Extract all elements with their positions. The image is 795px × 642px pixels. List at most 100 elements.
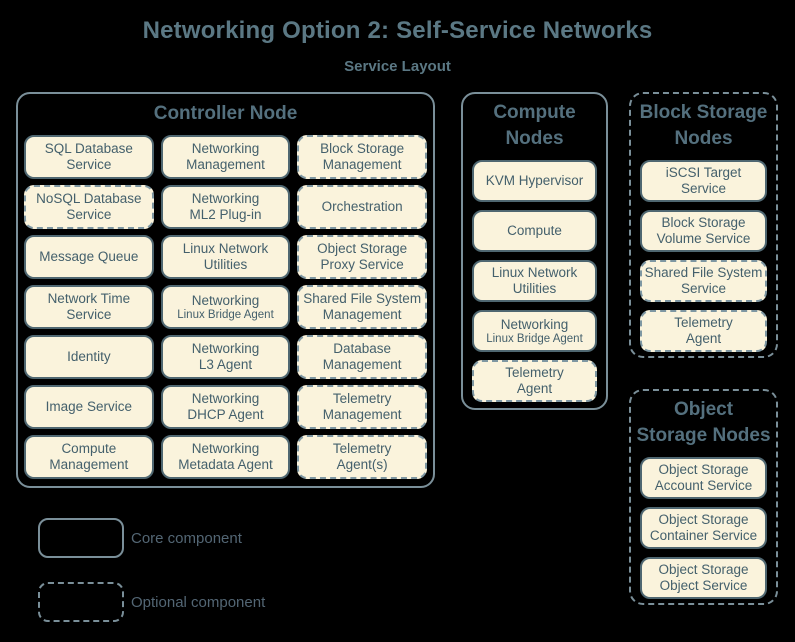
service-label: Database: [333, 341, 392, 356]
compute-nodes-title: Compute Nodes: [463, 94, 606, 152]
controller-node-title: Controller Node: [153, 103, 298, 124]
service-label: Linux Network: [182, 241, 269, 256]
service-kvm-hypervisor: KVM Hypervisor: [472, 160, 597, 202]
service-label: Management: [322, 157, 402, 172]
service-networking-management: Networking Management: [160, 135, 291, 179]
service-networking-dhcp-agent: Networking DHCP Agent: [160, 385, 291, 429]
service-label: Proxy Service: [320, 257, 404, 272]
service-networking-metadata-agent: Networking Metadata Agent: [160, 435, 291, 479]
service-label: Compute: [507, 223, 562, 238]
service-label: Object Storage: [658, 562, 749, 577]
service-nosql-database: NoSQL Database Service: [24, 185, 154, 229]
service-object-storage-container: Object Storage Container Service: [640, 507, 767, 549]
service-label: Object Service: [659, 578, 748, 593]
service-label: Telemetry: [332, 441, 392, 456]
block-storage-nodes-panel: Block Storage Nodes iSCSI Target Service…: [629, 92, 778, 358]
service-label: Block Storage: [320, 141, 405, 156]
service-label: Identity: [67, 349, 111, 364]
service-label: Utilities: [512, 281, 557, 296]
object-storage-services-stack: Object Storage Account Service Object St…: [640, 457, 767, 599]
legend-optional-label: Optional component: [131, 594, 266, 611]
service-label: Block Storage: [661, 215, 746, 230]
service-shared-file-system: Shared File System Service: [640, 260, 767, 302]
panel-title-line: Object: [673, 399, 734, 420]
service-label: Telemetry: [674, 315, 733, 330]
service-label: Container Service: [649, 528, 758, 543]
service-label: Utilities: [203, 257, 248, 272]
service-label: Shared File System: [644, 265, 763, 280]
panel-title-line: Compute: [493, 102, 576, 123]
service-telemetry-agent: Telemetry Agent: [640, 310, 767, 352]
service-label: Agent: [516, 381, 553, 396]
panel-title-line: Nodes: [674, 128, 733, 149]
service-networking-linux-bridge-agent: Networking Linux Bridge Agent: [160, 285, 291, 329]
service-label: Networking: [500, 316, 569, 332]
service-block-storage-volume: Block Storage Volume Service: [640, 210, 767, 252]
block-storage-services-stack: iSCSI Target Service Block Storage Volum…: [640, 160, 767, 352]
panel-title-line: Block Storage: [639, 102, 768, 123]
service-label: Orchestration: [321, 199, 403, 214]
diagram-subtitle: Service Layout: [344, 58, 451, 75]
service-label: Image Service: [45, 399, 132, 414]
service-label: Metadata Agent: [178, 457, 273, 472]
service-sql-database: SQL Database Service: [24, 135, 154, 179]
service-label: NoSQL Database: [36, 191, 142, 206]
service-orchestration: Orchestration: [297, 185, 427, 229]
legend-optional-swatch: [38, 582, 124, 622]
service-label: Compute: [61, 441, 117, 456]
legend-core-label: Core component: [131, 530, 242, 547]
service-label: ML2 Plug-in: [189, 207, 262, 222]
service-linux-network-utilities: Linux Network Utilities: [472, 260, 597, 302]
service-message-queue: Message Queue: [24, 235, 154, 279]
service-label: Object Storage: [317, 241, 408, 256]
service-label: Networking: [191, 341, 260, 356]
service-label: Service: [680, 281, 726, 296]
service-label: SQL Database: [44, 141, 133, 156]
block-storage-nodes-title: Block Storage Nodes: [631, 94, 776, 152]
service-label: Service: [66, 207, 112, 222]
service-label: Management: [322, 307, 402, 322]
service-object-storage-proxy: Object Storage Proxy Service: [297, 235, 427, 279]
service-label: Shared File System: [303, 291, 422, 306]
service-compute-management: Compute Management: [24, 435, 154, 479]
legend-core-swatch: [38, 518, 124, 558]
service-object-storage-account: Object Storage Account Service: [640, 457, 767, 499]
service-label: Object Storage: [658, 512, 749, 527]
service-label: Volume Service: [656, 231, 751, 246]
service-label: Message Queue: [39, 249, 139, 264]
service-identity: Identity: [24, 335, 154, 379]
service-compute: Compute: [472, 210, 597, 252]
diagram-title: Networking Option 2: Self-Service Networ…: [142, 17, 653, 44]
service-telemetry-management: Telemetry Management: [297, 385, 427, 429]
service-label: Service: [680, 181, 726, 196]
controller-services-grid: SQL Database Service Networking Manageme…: [24, 135, 427, 479]
service-label: Management: [49, 457, 129, 472]
service-label: Networking: [191, 441, 260, 456]
service-label: Service: [66, 307, 112, 322]
service-linux-network-utilities: Linux Network Utilities: [160, 235, 291, 279]
service-shared-file-system-management: Shared File System Management: [297, 285, 427, 329]
controller-node-panel: Controller Node SQL Database Service Net…: [16, 92, 435, 488]
service-label: Networking: [191, 292, 260, 308]
service-label: iSCSI Target: [665, 165, 742, 180]
compute-nodes-panel: Compute Nodes KVM Hypervisor Compute Lin…: [461, 92, 608, 410]
service-label: Linux Network: [491, 265, 578, 280]
service-label: Object Storage: [658, 462, 749, 477]
service-sublabel: Linux Bridge Agent: [177, 308, 274, 321]
service-label: Networking: [191, 191, 260, 206]
service-network-time: Network Time Service: [24, 285, 154, 329]
service-iscsi-target: iSCSI Target Service: [640, 160, 767, 202]
object-storage-nodes-title: Object Storage Nodes: [631, 391, 776, 449]
service-label: Management: [322, 407, 402, 422]
service-networking-l3-agent: Networking L3 Agent: [160, 335, 291, 379]
service-label: Account Service: [654, 478, 753, 493]
service-label: Service: [66, 157, 112, 172]
service-label: Telemetry: [332, 391, 392, 406]
panel-title-line: Storage Nodes: [636, 425, 771, 446]
service-label: Networking: [191, 391, 260, 406]
service-label: L3 Agent: [198, 357, 253, 372]
service-database-management: Database Management: [297, 335, 427, 379]
service-telemetry-agents: Telemetry Agent(s): [297, 435, 427, 479]
object-storage-nodes-panel: Object Storage Nodes Object Storage Acco…: [629, 389, 778, 605]
service-label: Management: [186, 157, 265, 172]
